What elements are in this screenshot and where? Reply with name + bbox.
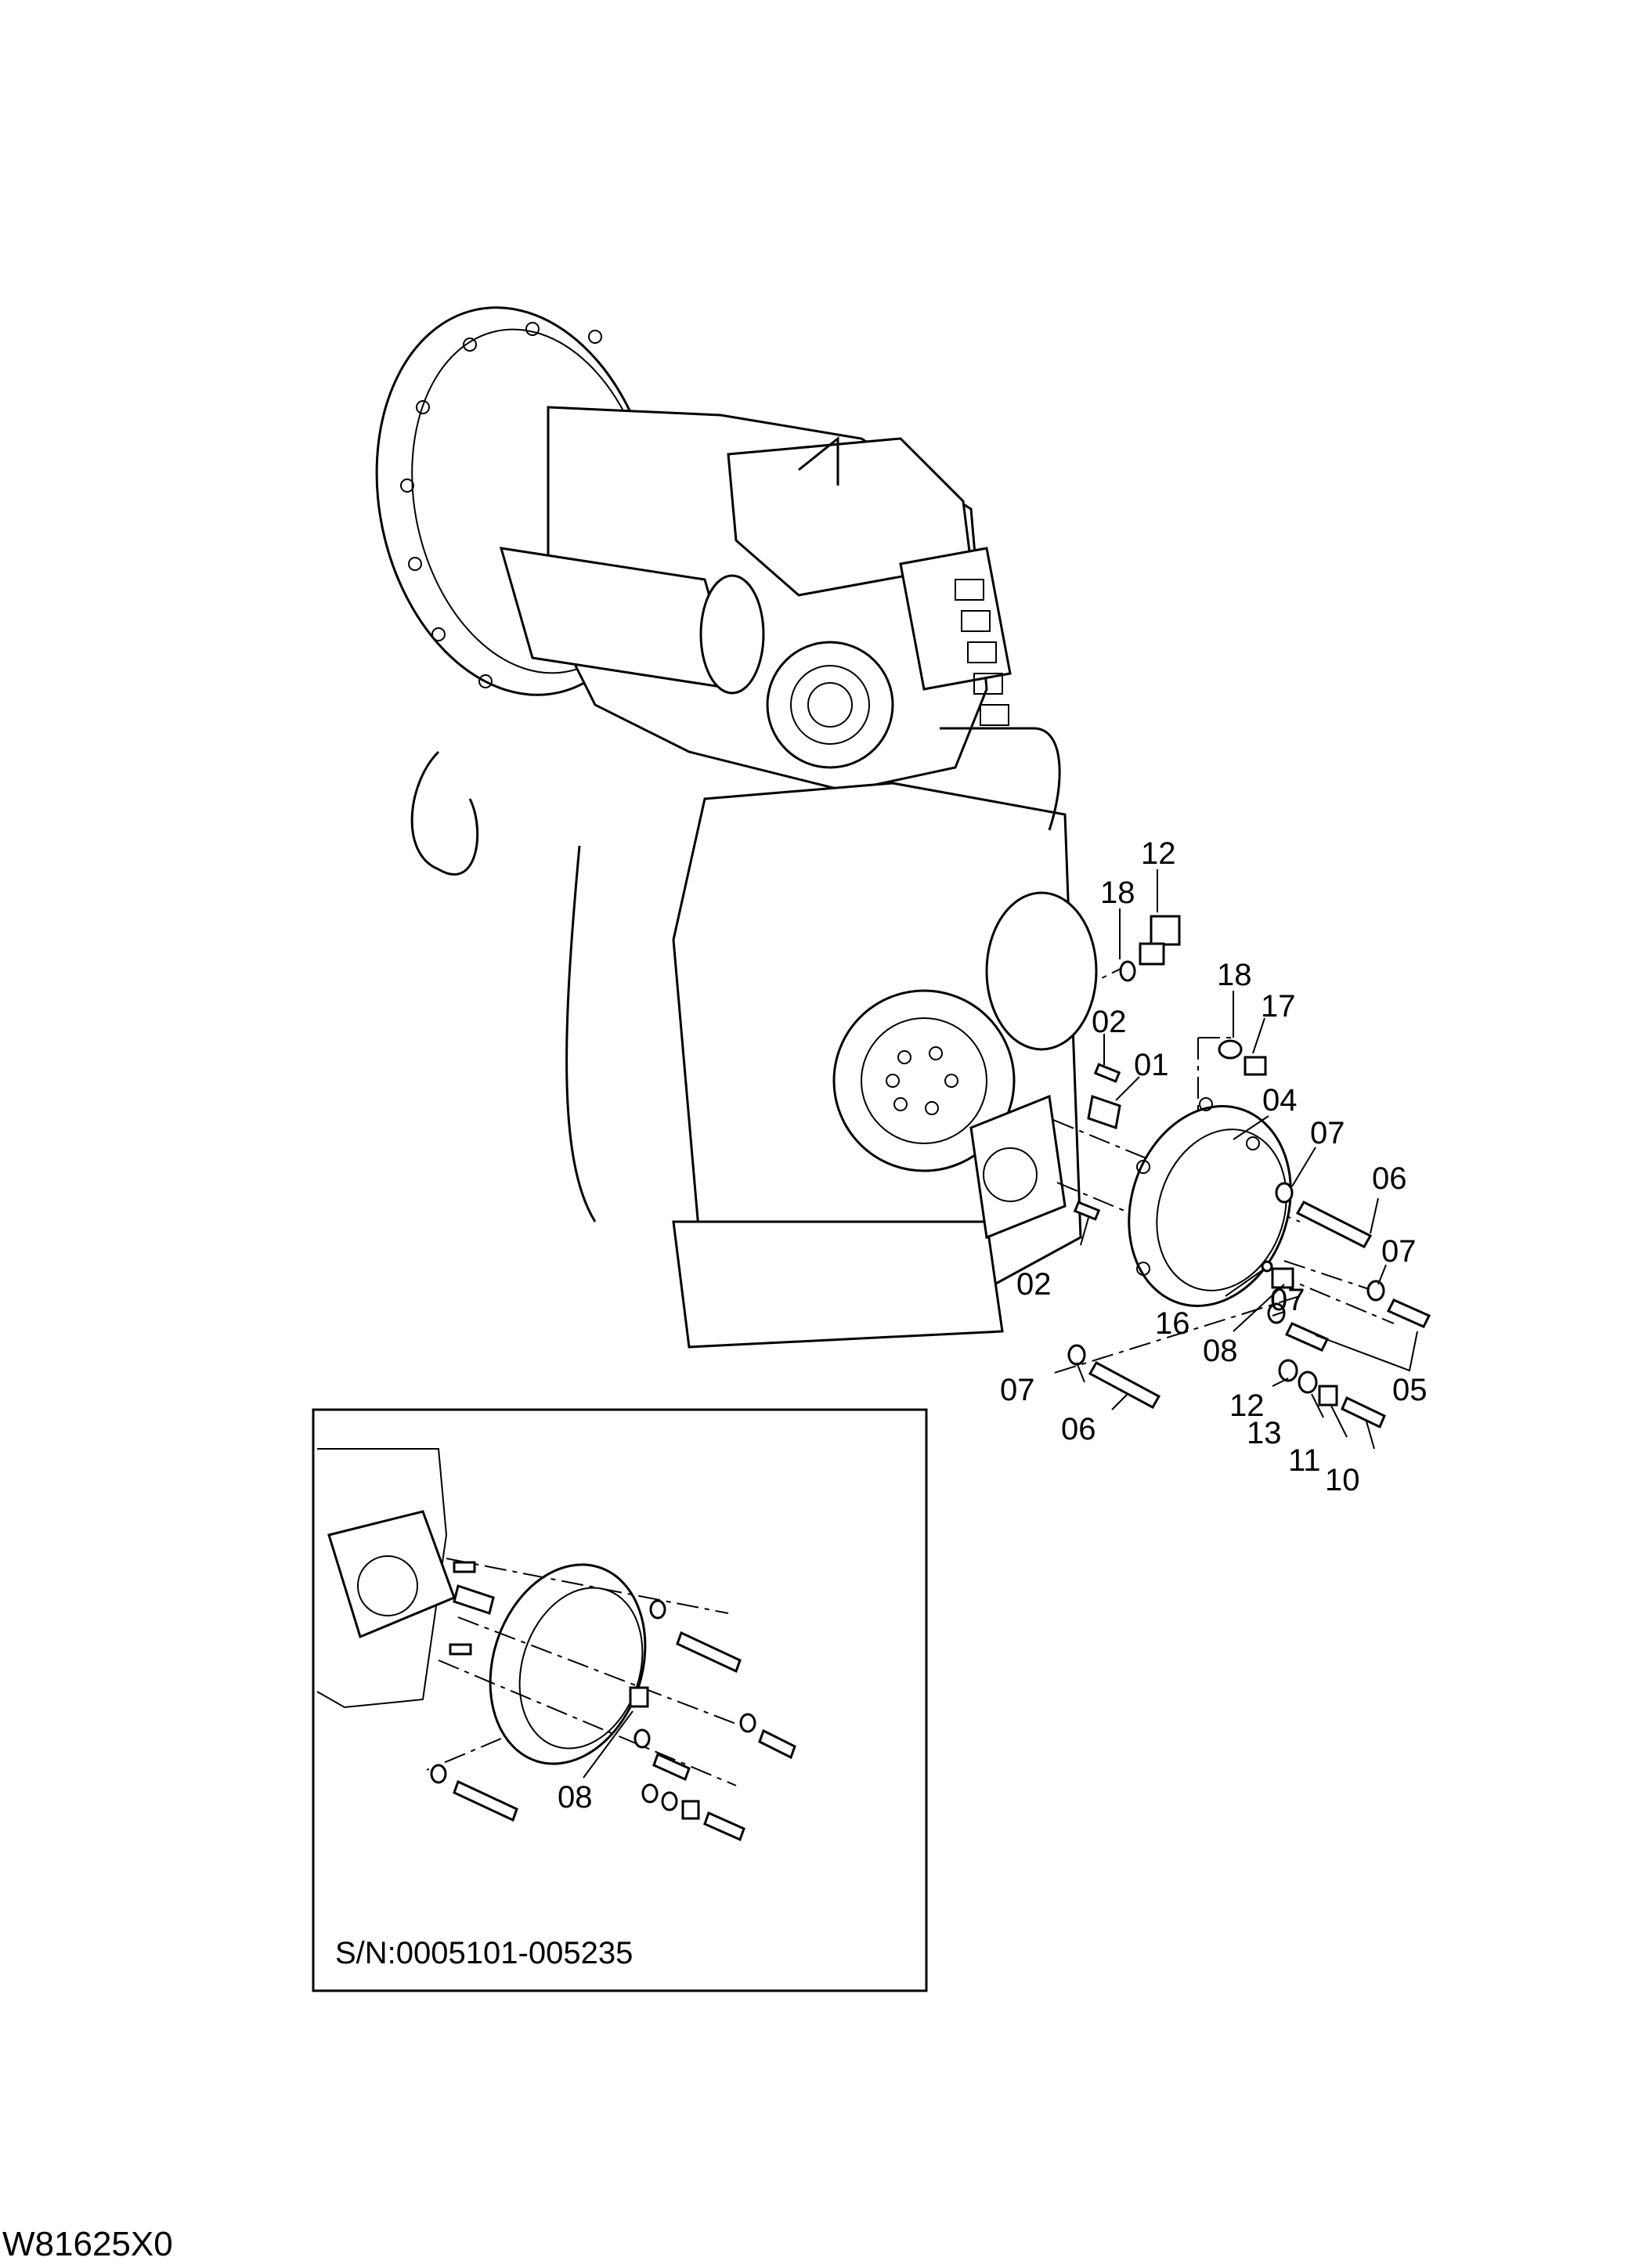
bolt-part-06 [1295, 1201, 1373, 1248]
washer-part-07 [1366, 1280, 1385, 1302]
callout-15: 18 [1100, 876, 1135, 910]
transmission-assembly [375, 306, 1098, 1349]
bolt-part-10 [1341, 1396, 1386, 1429]
inset-callout-08: 08 [558, 1780, 593, 1815]
exploded-parts [1049, 915, 1431, 1429]
callout-02: 02 [1092, 1005, 1127, 1039]
callout-06: 06 [1372, 1161, 1407, 1196]
bolt-part-17 [1244, 1056, 1267, 1076]
drawing-code: W81625X0 [2, 2225, 173, 2263]
o-ring-part-15 [1119, 960, 1136, 982]
stud-part-01 [1087, 1095, 1121, 1129]
dowel-pin-part-02 [1073, 1201, 1101, 1221]
callout-16: 16 [1155, 1306, 1190, 1341]
dowel-pin-part-02 [1093, 1063, 1121, 1083]
callout-05: 05 [1392, 1373, 1428, 1407]
washer-part-07 [1267, 1302, 1286, 1324]
callout-01: 01 [1134, 1048, 1169, 1082]
washer-part-18 [1218, 1039, 1243, 1060]
callouts: 12 18 18 17 02 01 04 07 06 07 07 02 16 0… [1000, 836, 1428, 1497]
callout-07: 07 [1310, 1116, 1345, 1150]
callout-08: 08 [1203, 1334, 1238, 1368]
bolt-part-05 [1284, 1322, 1330, 1352]
nut-part-11 [1318, 1385, 1338, 1407]
bolt-part-05 [1386, 1298, 1431, 1328]
serial-range: S/N:0005101-005235 [335, 1936, 633, 1970]
callout-07: 07 [1000, 1373, 1035, 1407]
callout-14: 12 [1141, 836, 1176, 871]
callout-13: 13 [1247, 1416, 1282, 1450]
callout-07: 07 [1381, 1234, 1417, 1269]
callout-17: 17 [1261, 989, 1296, 1024]
callout-11: 11 [1288, 1443, 1321, 1478]
washer-part-07 [1275, 1182, 1294, 1204]
washer-part-13 [1298, 1371, 1318, 1394]
bolt-part-06 [1088, 1360, 1161, 1410]
plug-part-14 [1139, 915, 1181, 966]
leader-lines [1076, 869, 1418, 1450]
callout-06: 06 [1061, 1412, 1096, 1446]
inset-box: 08 S/N:0005101-005235 [312, 1408, 928, 1992]
callout-18: 18 [1217, 958, 1252, 992]
callout-02: 02 [1016, 1267, 1052, 1302]
plug-part-08 [1271, 1267, 1294, 1289]
callout-07: 07 [1270, 1283, 1305, 1317]
callout-04: 04 [1262, 1083, 1298, 1118]
washer-part-12 [1278, 1359, 1298, 1382]
washer-part-07 [1067, 1344, 1086, 1366]
callout-12: 12 [1229, 1389, 1265, 1423]
callout-10: 10 [1325, 1463, 1360, 1497]
cover-part-04 [1128, 1097, 1292, 1307]
